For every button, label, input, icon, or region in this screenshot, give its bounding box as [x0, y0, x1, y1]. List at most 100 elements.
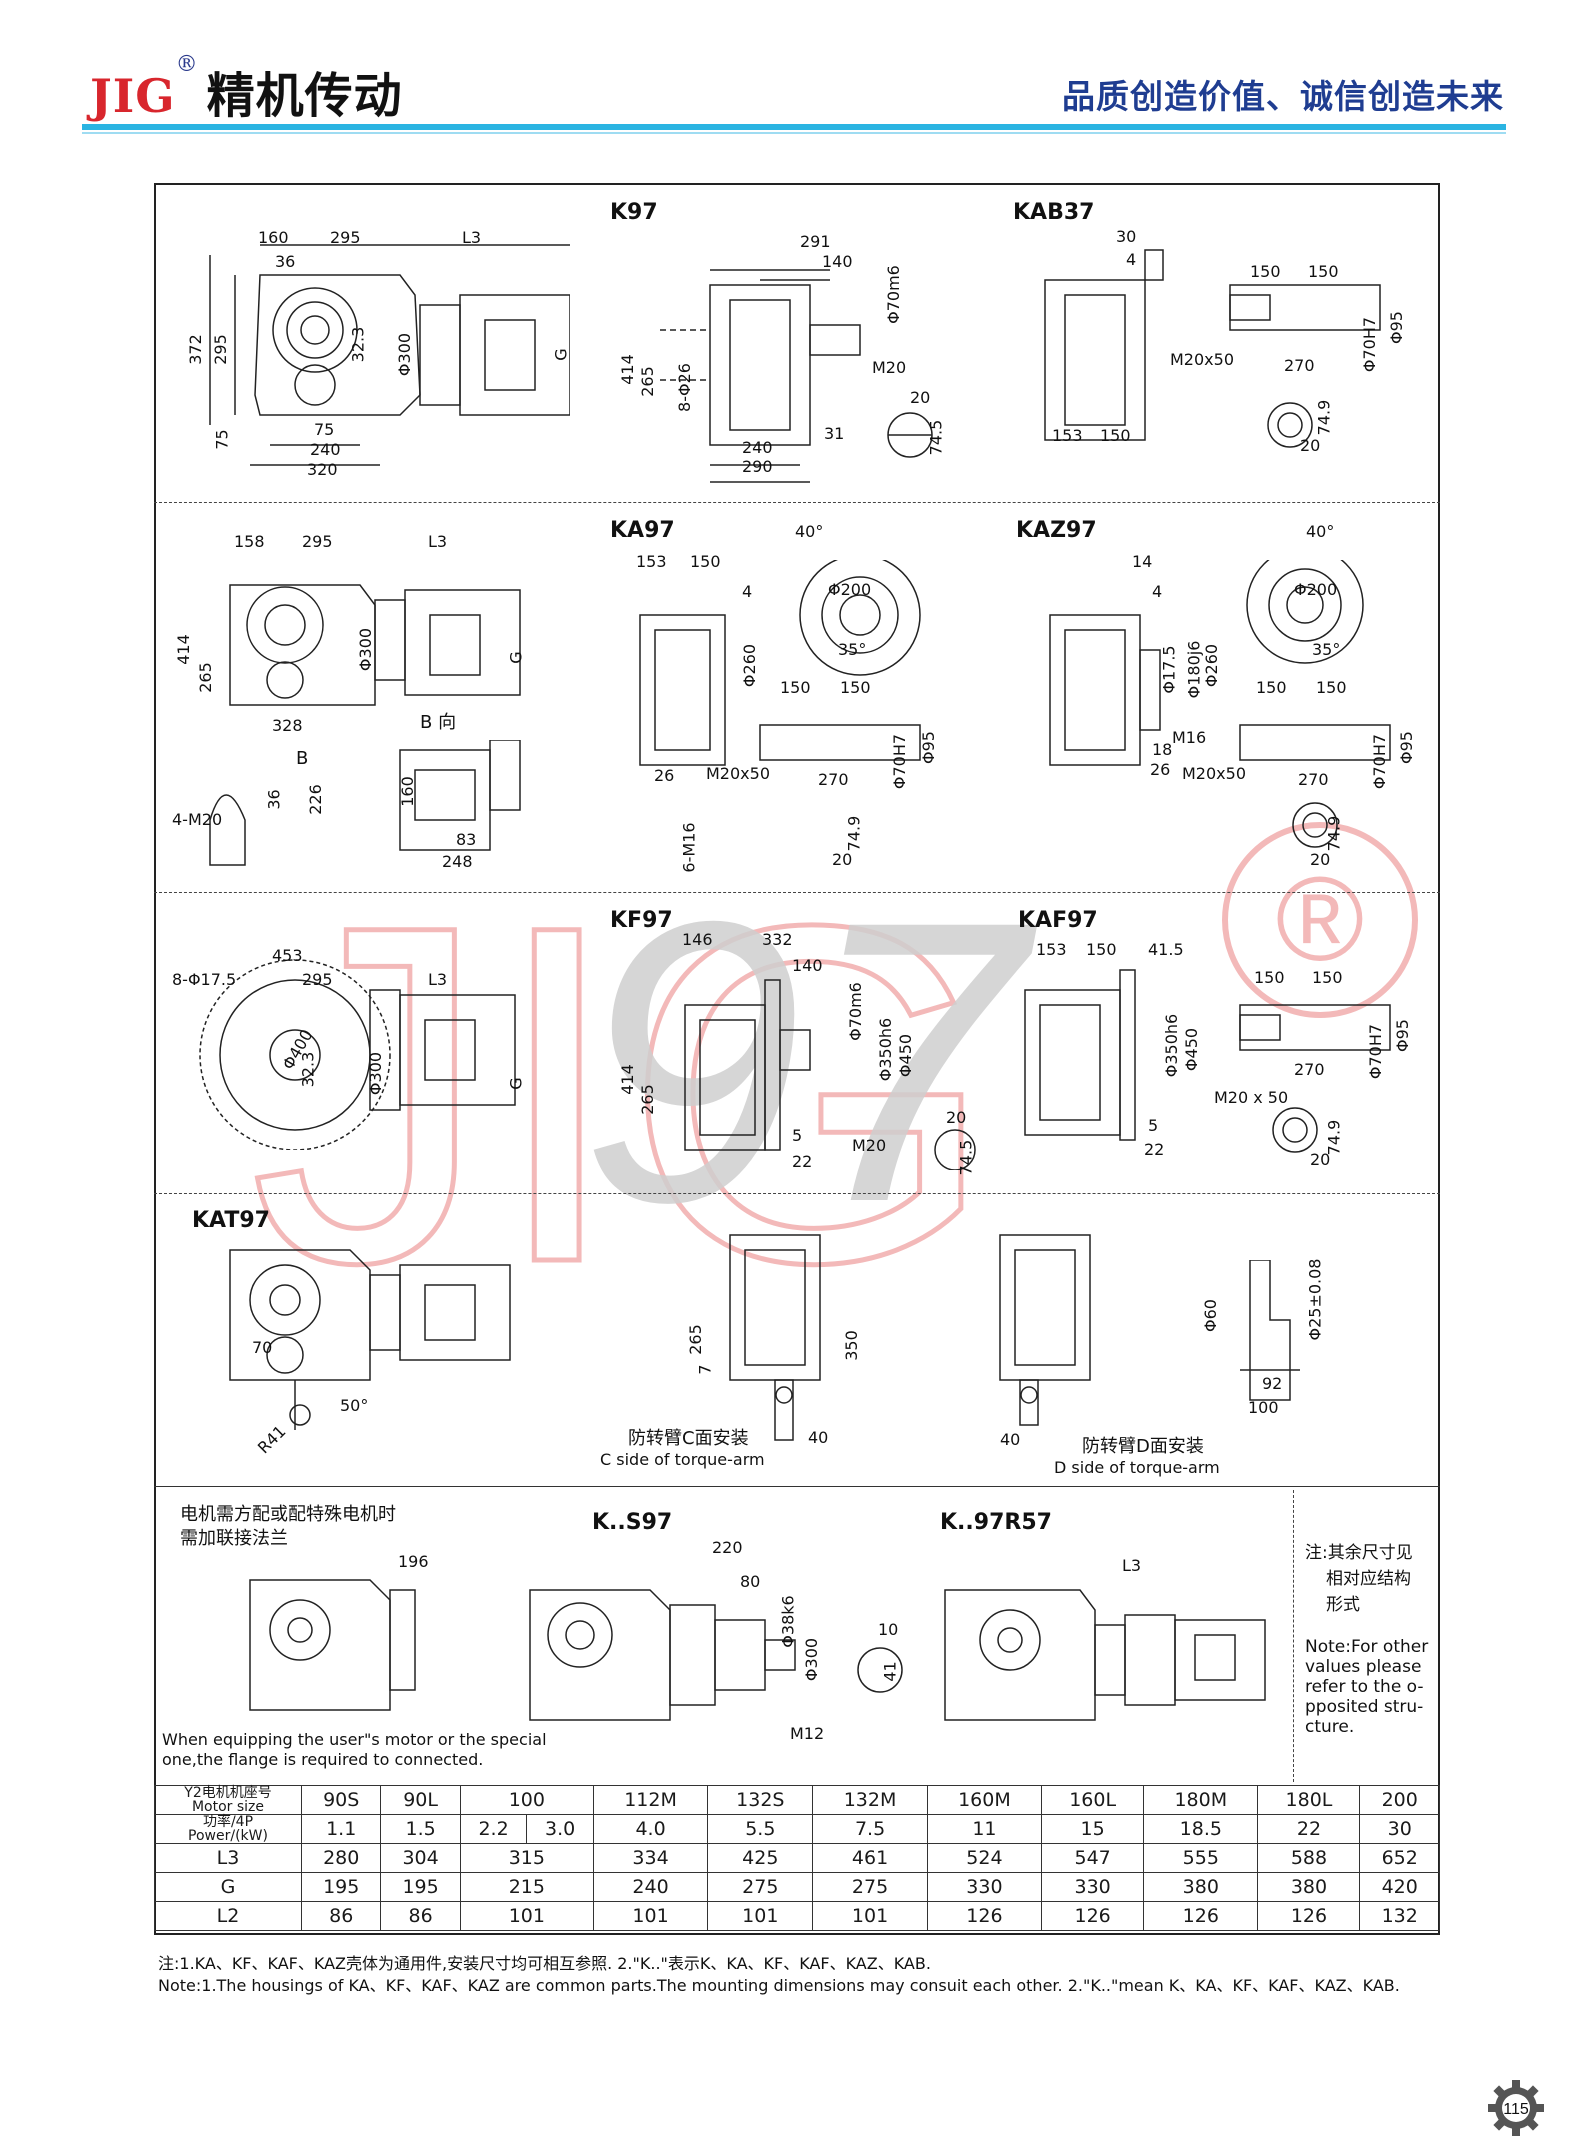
table-cell: 180L — [1257, 1785, 1361, 1815]
dim: 92 — [1262, 1374, 1283, 1393]
dim: G — [506, 651, 526, 664]
dim: 74.9 — [1314, 399, 1334, 436]
kaz97-view — [1049, 560, 1391, 848]
dim: 41 — [880, 1661, 900, 1682]
table-cell: 86 — [300, 1901, 382, 1931]
dim: 100 — [1248, 1398, 1279, 1417]
dim: 332 — [762, 930, 793, 949]
dim: 150 — [1086, 940, 1117, 959]
dim: 75 — [314, 420, 335, 439]
other-note-en-5: cture. — [1305, 1717, 1355, 1737]
table-cell: 240 — [592, 1872, 709, 1902]
table-cell: 101 — [592, 1901, 709, 1931]
dim: Φ260 — [740, 643, 760, 688]
dim: 74.9 — [844, 815, 864, 852]
table-cell: 30 — [1359, 1814, 1440, 1844]
dim: 196 — [398, 1552, 429, 1571]
label-k97r57: K..97R57 — [940, 1510, 1052, 1535]
table-cell: 7.5 — [812, 1814, 928, 1844]
c-side-caption-en: C side of torque-arm — [600, 1450, 765, 1469]
dim: 153 — [1052, 426, 1083, 445]
table-cell: 555 — [1143, 1843, 1259, 1873]
d-side-caption-en: D side of torque-arm — [1054, 1458, 1220, 1477]
dim: 20 — [1310, 1150, 1331, 1169]
dim: 20 — [946, 1108, 967, 1127]
dim: 4 — [1152, 582, 1163, 601]
table-cell: 330 — [926, 1872, 1043, 1902]
table-cell: 11 — [926, 1814, 1043, 1844]
table-cell: 2.2 — [459, 1814, 528, 1844]
header-rule-thin — [82, 132, 1506, 134]
dim: G — [506, 1077, 526, 1090]
kat97-front-view — [229, 1249, 511, 1430]
page-number-badge: 115 — [1488, 2080, 1544, 2136]
dim: 270 — [1298, 770, 1329, 789]
dim: M20 — [872, 358, 907, 377]
ka97-front-view — [229, 584, 521, 706]
motor-note-cn-2: 需加联接法兰 — [180, 1528, 288, 1549]
footnote-cn: 注:1.KA、KF、KAF、KAZ壳体为通用件,安装尺寸均可相互参照. 2."K… — [158, 1954, 931, 1973]
dim: M20 — [852, 1136, 887, 1155]
kf97-front-view — [199, 959, 516, 1150]
b-label: B — [296, 748, 309, 769]
dim: Φ25±0.08 — [1305, 1258, 1325, 1341]
ka97-b-view — [209, 740, 521, 866]
dim: 4-M20 — [172, 810, 223, 829]
dim: M20x50 — [1170, 350, 1234, 369]
k97r57-view — [944, 1589, 1266, 1721]
dim: 26 — [654, 766, 675, 785]
drawing-frame — [154, 183, 1440, 1935]
dim: 414 — [617, 1064, 637, 1095]
motor-note-cn-1: 电机需方配或配特殊电机时 — [180, 1504, 396, 1525]
label-kf97: KF97 — [610, 908, 673, 933]
kat97-d-side-view — [999, 1234, 1091, 1426]
dim: 31 — [824, 424, 845, 443]
dim: 372 — [185, 334, 205, 365]
dim: Φ95 — [1392, 1019, 1412, 1052]
dim: 146 — [682, 930, 713, 949]
dim: 265 — [637, 366, 657, 397]
dim: 328 — [272, 716, 303, 735]
dim: 265 — [685, 1324, 705, 1355]
dim: M20x50 — [1182, 764, 1246, 783]
dim: 150 — [840, 678, 871, 697]
dim: 40 — [1000, 1430, 1021, 1449]
dim: Φ300 — [356, 627, 376, 672]
table-cell: 112M — [592, 1785, 709, 1815]
section-divider — [154, 892, 1440, 893]
dim: 158 — [234, 532, 265, 551]
dim: 14 — [1132, 552, 1153, 571]
motor-note-en-1: When equipping the user"s motor or the s… — [162, 1730, 547, 1749]
table-cell: 180M — [1143, 1785, 1259, 1815]
dim: 270 — [1284, 356, 1315, 375]
section-divider — [154, 502, 1440, 503]
dim: 150 — [1100, 426, 1131, 445]
brand-logo: JIG®精机传动 — [90, 52, 403, 126]
ks97-view — [529, 1589, 903, 1721]
dim: 35° — [1312, 640, 1341, 659]
section-divider — [154, 1486, 1440, 1487]
dim: Φ350h6 — [1162, 1013, 1182, 1078]
dim: M20 x 50 — [1214, 1088, 1289, 1107]
dim: L3 — [428, 970, 448, 989]
dim: 8-Φ17.5 — [172, 970, 237, 989]
dim: 74.5 — [926, 419, 946, 456]
torque-arm-detail — [1240, 1260, 1300, 1401]
dim: Φ350h6 — [876, 1017, 896, 1082]
other-note-cn-2: 相对应结构 — [1326, 1569, 1411, 1589]
dim: 295 — [302, 532, 333, 551]
table-cell: 330 — [1041, 1872, 1145, 1902]
dim: 453 — [272, 946, 303, 965]
table-cell: 215 — [459, 1872, 594, 1902]
b-direction-label: B 向 — [420, 712, 457, 733]
dim: Φ70H7 — [1360, 316, 1380, 373]
dim: 150 — [1308, 262, 1339, 281]
table-cell: 315 — [459, 1843, 594, 1873]
row-label: G — [154, 1872, 302, 1902]
dim: Φ200 — [828, 580, 872, 599]
table-cell: 160M — [926, 1785, 1043, 1815]
table-cell: 126 — [1143, 1901, 1259, 1931]
dim: 150 — [1250, 262, 1281, 281]
dim: 414 — [173, 634, 193, 665]
